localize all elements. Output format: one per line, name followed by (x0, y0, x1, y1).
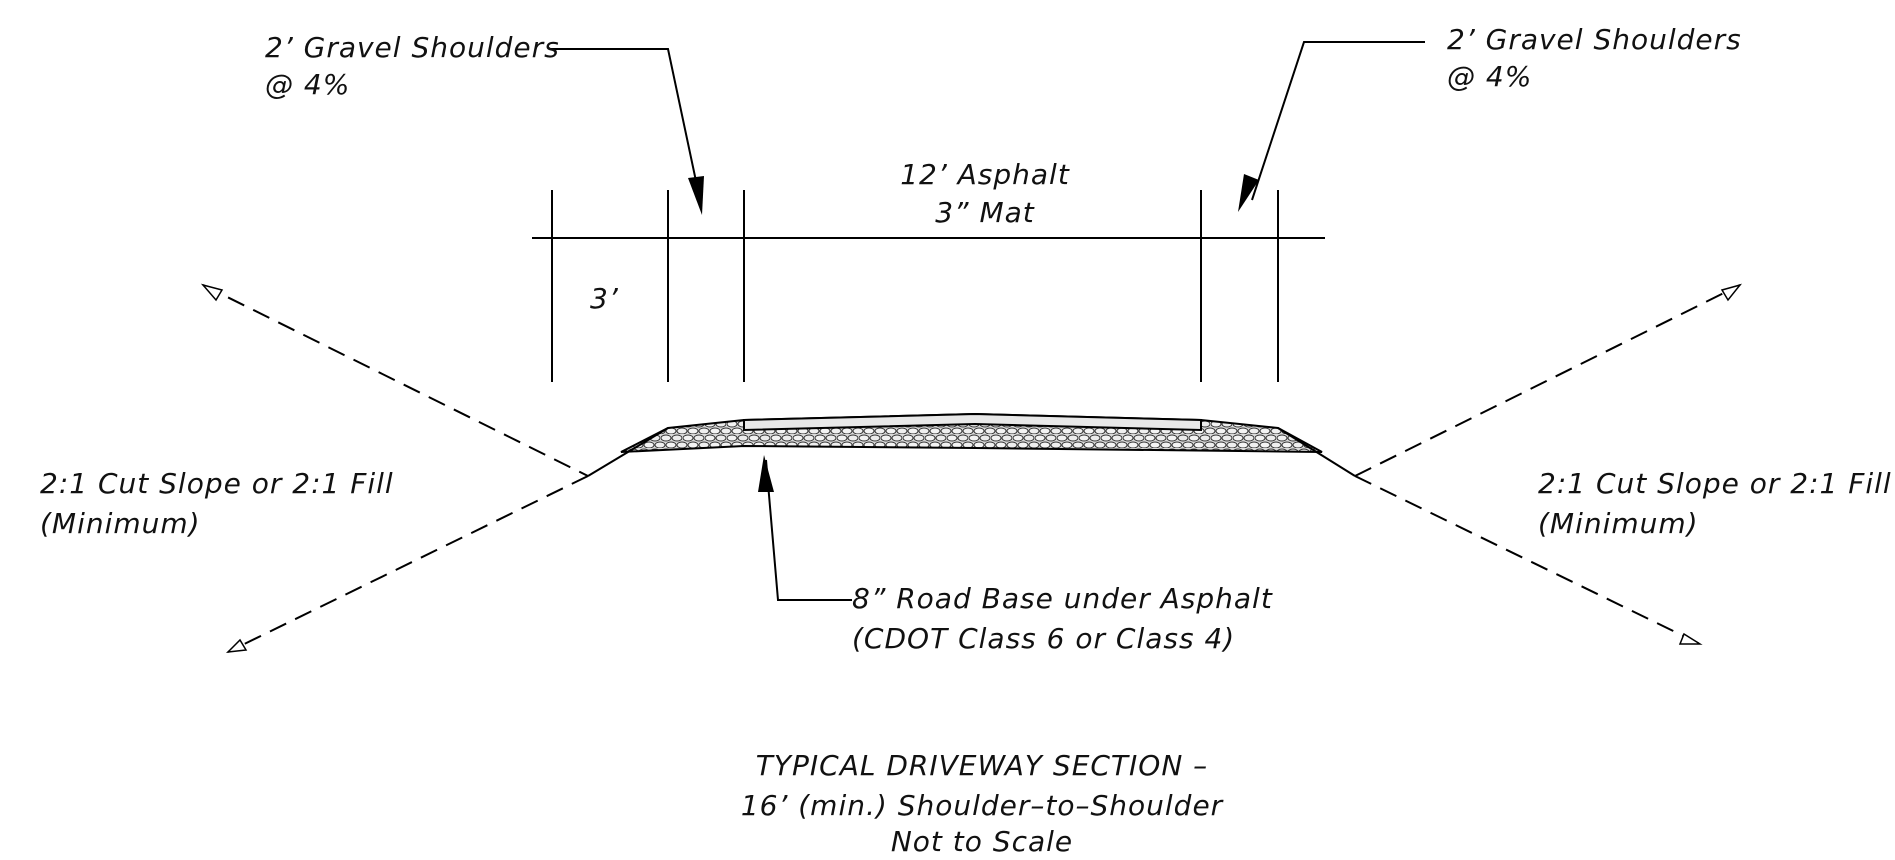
right-slope-label: 2:1 Cut Slope or 2:1 Fill (1538, 467, 1892, 500)
slope-lines (200, 283, 1743, 653)
right-cut-slope-line (1354, 284, 1741, 477)
left-shoulder-leader (550, 48, 701, 201)
scale-note: Not to Scale (891, 825, 1073, 858)
diagram-title: TYPICAL DRIVEWAY SECTION – (756, 749, 1208, 782)
road-base-class-label: (CDOT Class 6 or Class 4) (852, 622, 1235, 655)
right-shoulder-slope: @ 4% (1447, 60, 1532, 93)
arrowhead-icon (758, 455, 774, 492)
arrowhead-icon (1678, 632, 1703, 645)
road-base-leader (765, 459, 852, 601)
left-shoulder-label: 2’ Gravel Shoulders (265, 31, 560, 64)
arrowhead-icon (225, 638, 248, 653)
asphalt-width-label: 12’ Asphalt (900, 158, 1070, 191)
left-slope-minimum: (Minimum) (40, 507, 201, 540)
left-shoulder-slope: @ 4% (265, 68, 350, 101)
right-shoulder-edge (1277, 427, 1356, 477)
road-section (587, 412, 1356, 477)
arrowhead-icon (688, 176, 704, 215)
arrowhead-icon (1720, 283, 1743, 302)
right-fill-slope-line (1354, 475, 1701, 645)
road-base-label: 8” Road Base under Asphalt (852, 582, 1273, 615)
leader-lines (550, 41, 1425, 601)
arrowhead-icon (200, 283, 224, 302)
diagram-subtitle: 16’ (min.) Shoulder–to–Shoulder (741, 789, 1224, 822)
dimension-lines (532, 190, 1325, 382)
asphalt-mat (743, 412, 1202, 432)
arrowhead-icon (1238, 174, 1259, 212)
left-shoulder-edge (587, 427, 669, 477)
left-cut-slope-line (202, 284, 589, 477)
asphalt-mat-label: 3” Mat (935, 196, 1035, 229)
ditch-width-label: 3’ (590, 282, 619, 315)
right-shoulder-leader (1251, 41, 1425, 201)
left-fill-slope-line (227, 475, 589, 653)
right-shoulder-label: 2’ Gravel Shoulders (1447, 23, 1742, 56)
left-slope-label: 2:1 Cut Slope or 2:1 Fill (40, 467, 394, 500)
right-slope-minimum: (Minimum) (1538, 507, 1699, 540)
